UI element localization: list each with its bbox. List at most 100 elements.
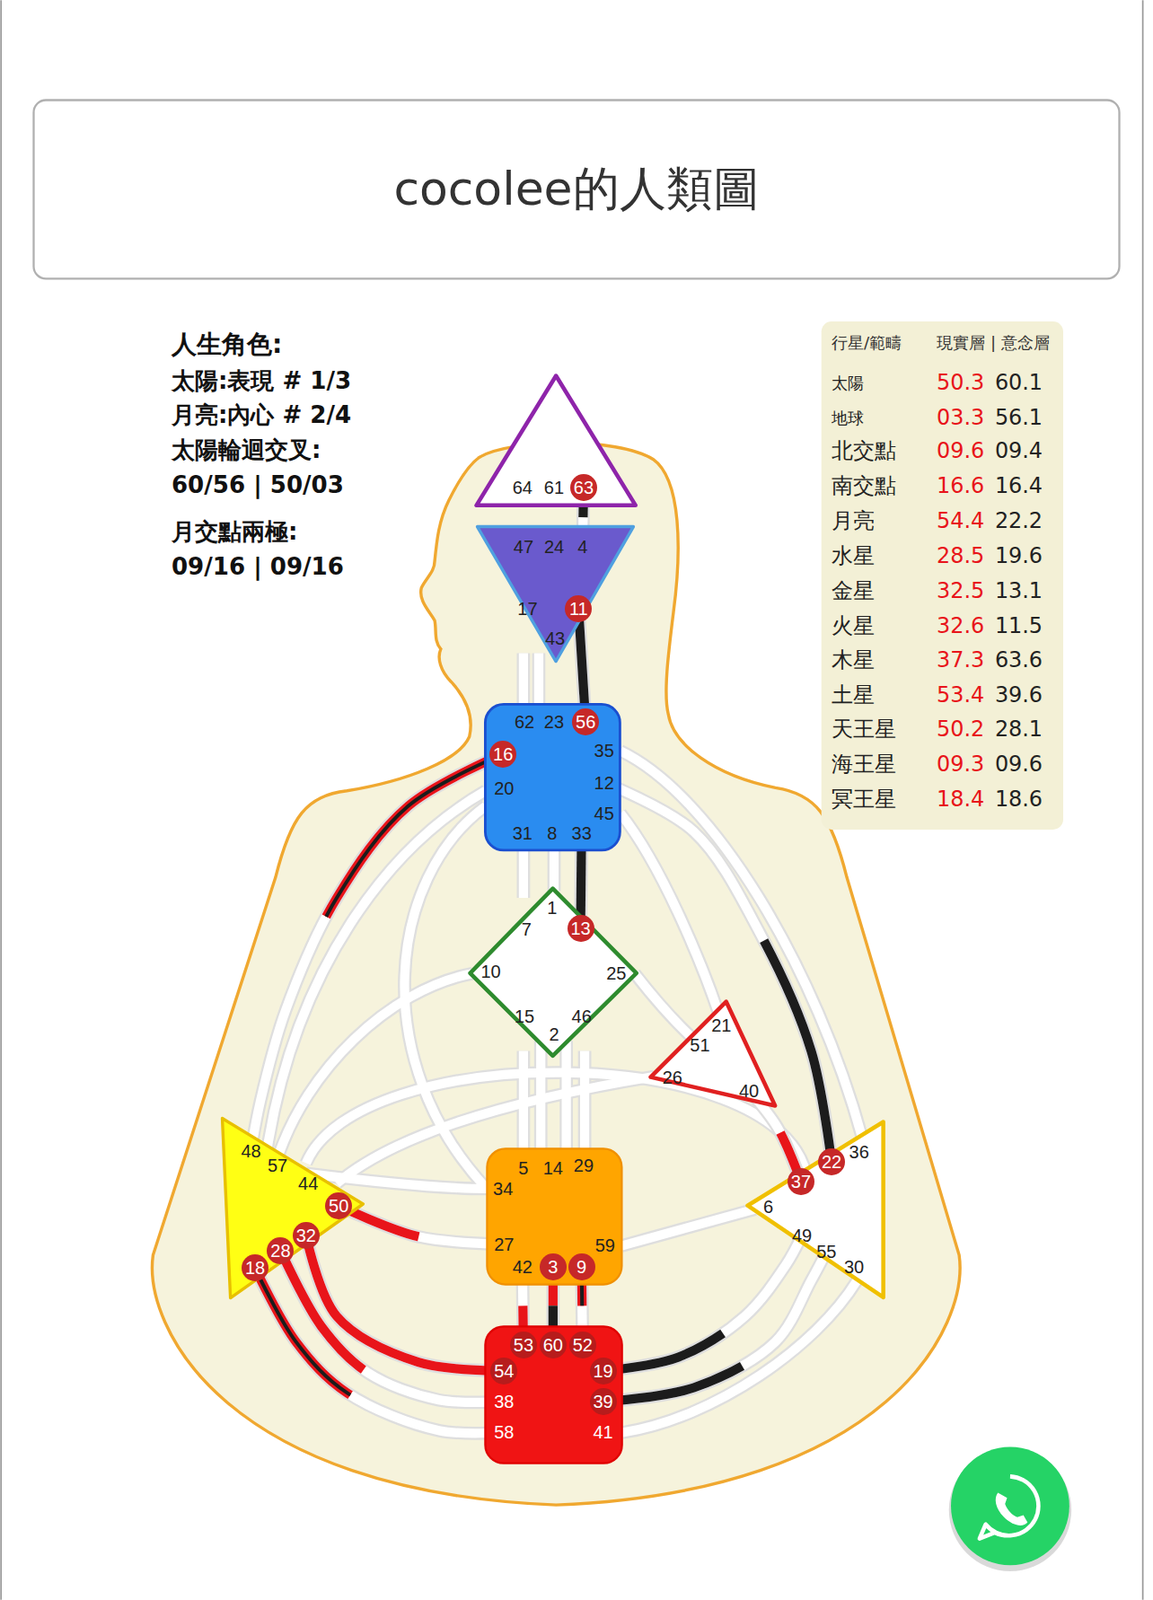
table-cell: 南交點 — [831, 471, 897, 501]
profile-label: 人生角色: — [171, 327, 282, 362]
channel-outline — [338, 1205, 504, 1245]
gate-number: 27 — [490, 1231, 518, 1259]
gate-number: 57 — [264, 1152, 291, 1180]
center-outline — [476, 375, 636, 505]
channel-activation — [603, 1251, 828, 1402]
table-cell: 32.6 — [936, 613, 985, 639]
gate-number: 16 — [489, 740, 517, 768]
gate-number: 61 — [540, 474, 568, 502]
gate-number: 21 — [707, 1012, 735, 1039]
gate-number: 17 — [513, 595, 541, 623]
body-outline — [152, 442, 961, 1506]
gate-number: 51 — [686, 1031, 713, 1059]
center-shape — [646, 997, 780, 1110]
center-outline — [485, 704, 621, 850]
gate-number: 59 — [591, 1232, 619, 1259]
gate-number: 63 — [570, 474, 598, 502]
gate-number: 53 — [510, 1331, 537, 1359]
table-cell: 53.4 — [936, 682, 985, 708]
gate-number: 54 — [490, 1357, 518, 1385]
table-cell: 18.4 — [936, 786, 985, 812]
channel — [251, 754, 504, 1152]
channel-line — [603, 1251, 828, 1402]
table-cell: 09.4 — [994, 438, 1043, 464]
gate-number: 26 — [659, 1064, 687, 1092]
gate-number: 23 — [540, 708, 568, 736]
profile-label: 09/16 | 09/16 — [171, 553, 344, 581]
channel-activation — [251, 754, 504, 1152]
table-cell: 63.6 — [994, 647, 1043, 673]
gate-number: 49 — [788, 1222, 816, 1250]
table-cell: 土星 — [831, 680, 875, 710]
gate-number: 62 — [510, 708, 538, 736]
channel-activation — [280, 1250, 504, 1403]
gate-number: 31 — [509, 819, 537, 847]
undefined-channels — [267, 652, 863, 1433]
frame-line — [0, 0, 2, 1600]
table-cell: 22.2 — [994, 508, 1043, 534]
gate-number: 43 — [541, 624, 569, 652]
gate-number: 32 — [292, 1222, 320, 1250]
channel — [338, 1205, 504, 1245]
gate-number: 46 — [568, 1003, 596, 1030]
gate-number: 7 — [512, 915, 540, 943]
table-cell: 60.1 — [994, 369, 1043, 396]
table-cell: 火星 — [831, 611, 875, 641]
channel-line — [338, 1205, 504, 1245]
gate-number: 35 — [590, 737, 618, 765]
gate-number: 44 — [294, 1170, 322, 1198]
channel-outline — [280, 1250, 504, 1403]
center-outline — [651, 1002, 776, 1107]
gate-number: 4 — [569, 533, 597, 561]
gate-number: 13 — [567, 915, 595, 942]
table-cell: 太陽 — [831, 371, 864, 395]
gate-number: 47 — [510, 533, 537, 561]
profile-label: 月亮:內心 # 2/4 — [171, 399, 352, 432]
center-outline — [477, 526, 634, 661]
table-cell: 金星 — [831, 576, 875, 606]
table-cell: 13.1 — [994, 578, 1043, 604]
table-cell: 行星/範疇 — [831, 330, 902, 353]
table-cell: 18.6 — [994, 786, 1043, 812]
table-cell: 03.3 — [936, 404, 985, 431]
table-cell: 09.6 — [936, 438, 985, 464]
gate-number: 10 — [477, 958, 505, 986]
channel — [255, 1267, 504, 1434]
profile-label: 太陽輪迴交叉: — [171, 434, 321, 467]
table-cell: 11.5 — [994, 613, 1043, 639]
gate-number: 56 — [572, 708, 599, 736]
table-cell: 16.4 — [994, 473, 1043, 499]
energy-center: 1713102515462 — [466, 884, 641, 1060]
gate-number: 9 — [568, 1253, 596, 1281]
center-outline — [485, 1326, 623, 1463]
center-outline — [486, 1148, 622, 1285]
gate-number: 15 — [510, 1003, 538, 1030]
gate-number: 48 — [237, 1137, 265, 1165]
table-cell: 50.3 — [936, 369, 985, 396]
channel-line — [280, 1250, 504, 1403]
gate-number: 64 — [509, 474, 537, 502]
profile-label: 太陽:表現 # 1/3 — [171, 364, 352, 397]
gate-number: 6 — [755, 1193, 783, 1221]
table-cell: 54.4 — [936, 508, 985, 534]
gate-number: 50 — [325, 1192, 353, 1220]
gate-number: 30 — [840, 1253, 868, 1281]
gate-number: 11 — [564, 595, 592, 623]
gate-number: 20 — [490, 774, 518, 802]
channel-line — [251, 754, 504, 1152]
gate-number: 24 — [540, 533, 568, 561]
gate-number: 19 — [589, 1357, 617, 1385]
gate-number: 39 — [589, 1388, 617, 1416]
channel — [280, 1250, 504, 1403]
energy-center: 47244 17 1143 — [473, 522, 638, 666]
gate-number: 29 — [570, 1152, 598, 1180]
profile-label: 60/56 | 50/03 — [171, 471, 344, 499]
gate-number: 3 — [539, 1253, 567, 1281]
energy-center: 48574450322818 — [218, 1114, 368, 1303]
table-cell: 37.3 — [936, 647, 985, 673]
channel-activation — [255, 1267, 504, 1434]
gate-number: 34 — [489, 1175, 517, 1203]
table-cell: 39.6 — [994, 682, 1043, 708]
energy-center: 622356163520124531833 — [482, 701, 624, 854]
table-panel — [821, 321, 1064, 830]
